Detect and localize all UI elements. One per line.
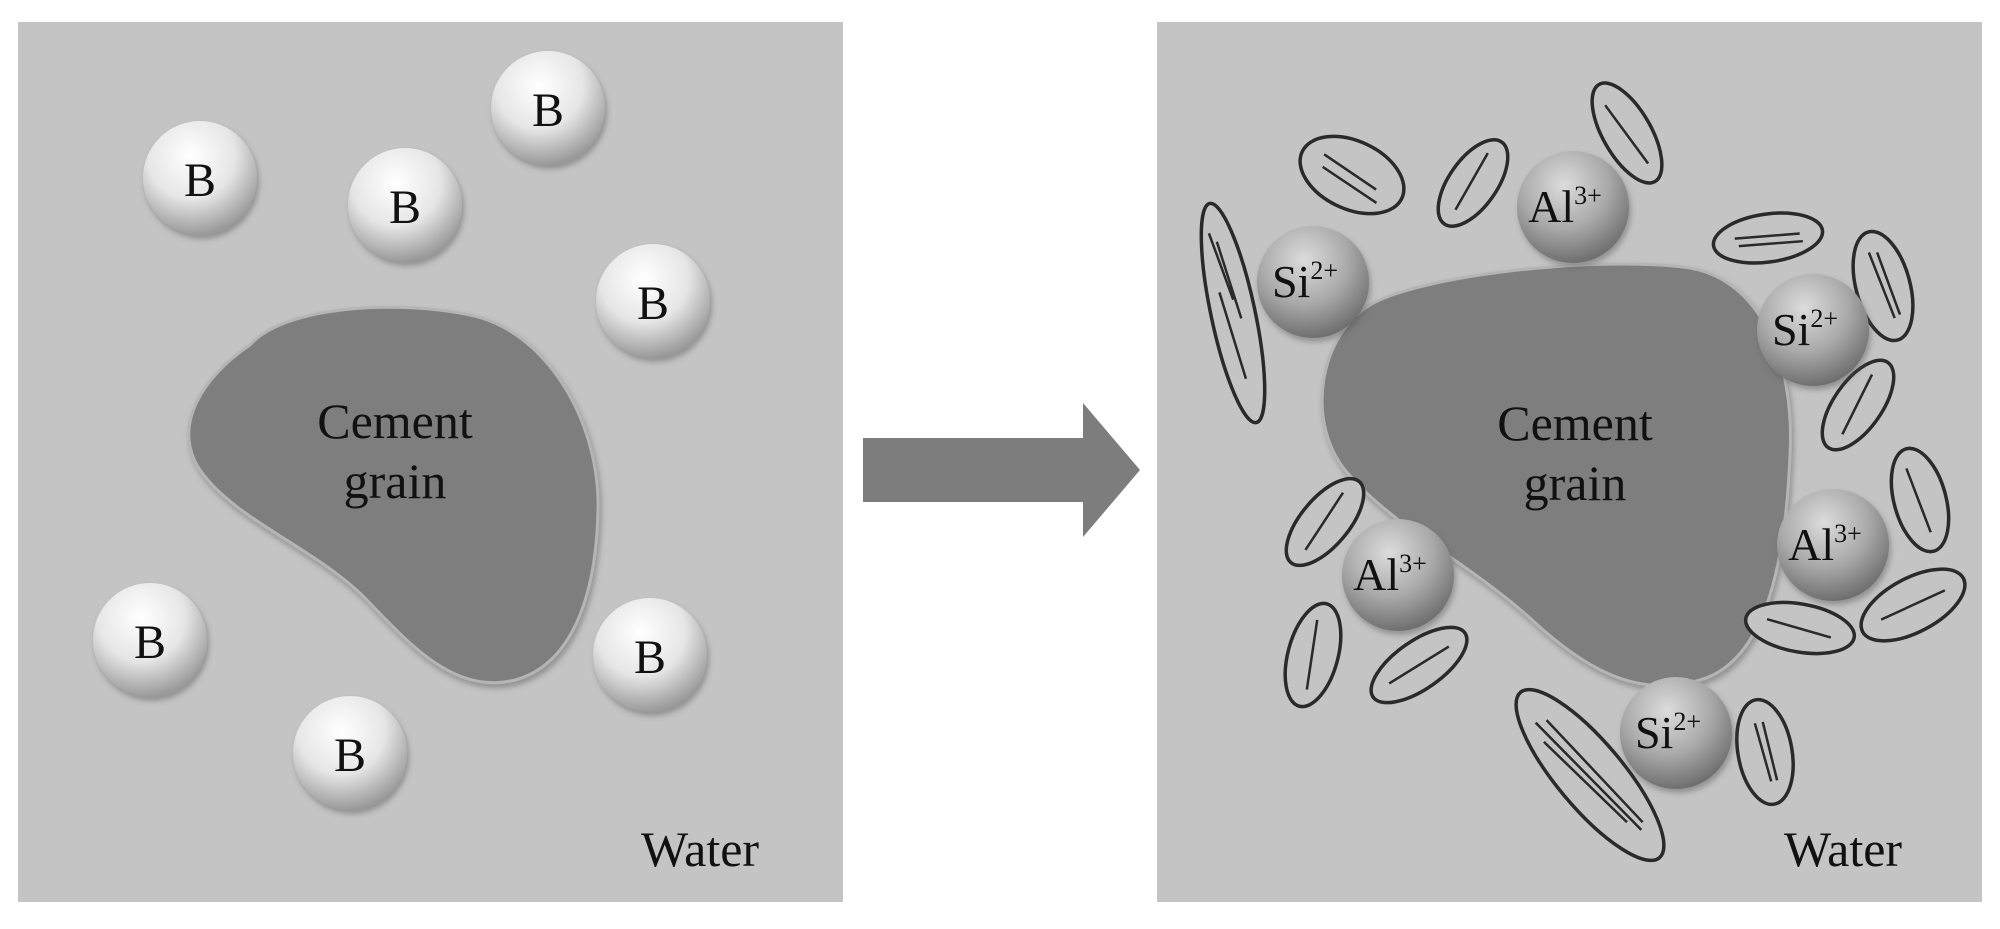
ion-al: Al3+ bbox=[1517, 151, 1629, 263]
ion-charge: 2+ bbox=[1673, 707, 1701, 736]
b-particle-label: B bbox=[134, 616, 166, 669]
left-water-label: Water bbox=[641, 821, 759, 877]
b-particle: B bbox=[348, 148, 462, 262]
b-particle: B bbox=[593, 598, 707, 712]
ion-symbol: Al bbox=[1788, 519, 1834, 570]
ion-si: Si2+ bbox=[1620, 677, 1732, 789]
right-grain-label-line2: grain bbox=[1524, 455, 1627, 511]
right-water-label: Water bbox=[1784, 821, 1902, 877]
b-particle-label: B bbox=[637, 277, 669, 330]
process-arrow bbox=[863, 403, 1140, 537]
ion-symbol: Si bbox=[1772, 304, 1810, 355]
b-particle: B bbox=[596, 244, 710, 358]
ion-si: Si2+ bbox=[1257, 226, 1369, 338]
left-grain-label-line1: Cement bbox=[317, 393, 473, 449]
ion-charge: 2+ bbox=[1810, 304, 1838, 333]
b-particle: B bbox=[491, 51, 605, 165]
ion-charge: 3+ bbox=[1399, 549, 1427, 578]
ion-symbol: Si bbox=[1272, 256, 1310, 307]
b-particle-label: B bbox=[389, 181, 421, 234]
ion-al: Al3+ bbox=[1777, 489, 1889, 601]
ion-symbol: Al bbox=[1528, 181, 1574, 232]
ion-al: Al3+ bbox=[1342, 519, 1454, 631]
b-particle-label: B bbox=[184, 154, 216, 207]
b-particle: B bbox=[293, 696, 407, 810]
ion-charge: 3+ bbox=[1834, 519, 1862, 548]
b-particle-label: B bbox=[634, 631, 666, 684]
ion-symbol: Si bbox=[1635, 707, 1673, 758]
b-particle-label: B bbox=[334, 729, 366, 782]
b-particle: B bbox=[93, 583, 207, 697]
right-grain-label-line1: Cement bbox=[1497, 395, 1653, 451]
left-panel: Cement grain Water bbox=[18, 22, 843, 902]
left-grain-label-line2: grain bbox=[344, 453, 447, 509]
ion-symbol: Al bbox=[1353, 549, 1399, 600]
ion-charge: 2+ bbox=[1310, 256, 1338, 285]
b-particle: B bbox=[143, 121, 257, 235]
b-particle-label: B bbox=[532, 84, 564, 137]
ion-charge: 3+ bbox=[1574, 181, 1602, 210]
ion-si: Si2+ bbox=[1757, 274, 1869, 386]
